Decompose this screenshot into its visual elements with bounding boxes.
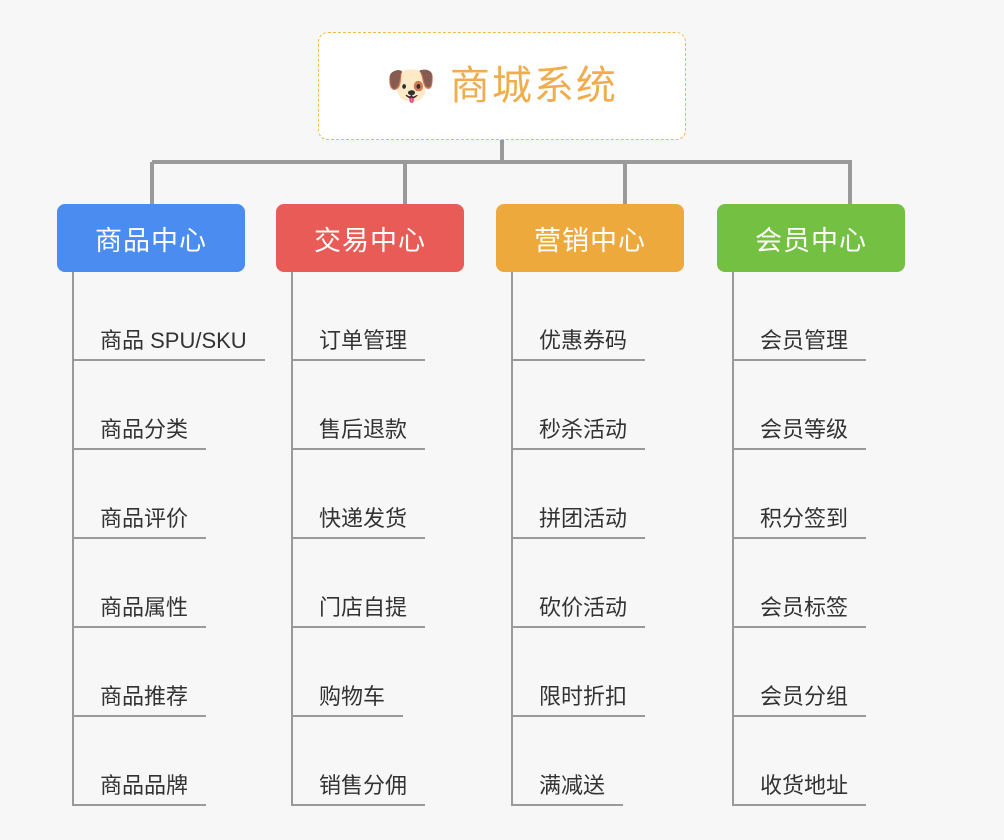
category-header-product[interactable]: 商品中心 (57, 204, 245, 272)
list-item[interactable]: 销售分佣 (276, 717, 495, 806)
item-label: 砍价活动 (511, 595, 646, 628)
item-label: 商品评价 (72, 506, 207, 539)
list-item[interactable]: 砍价活动 (496, 539, 715, 628)
root-node-wrapper: 🐶 商城系统 (0, 32, 1004, 140)
list-item[interactable]: 积分签到 (717, 450, 936, 539)
root-title: 商城系统 (449, 64, 618, 108)
list-item[interactable]: 售后退款 (276, 361, 495, 450)
list-item[interactable]: 商品 SPU/SKU (57, 272, 276, 361)
list-item[interactable]: 商品推荐 (57, 628, 276, 717)
list-item[interactable]: 拼团活动 (496, 450, 715, 539)
list-item[interactable]: 商品分类 (57, 361, 276, 450)
list-item[interactable]: 购物车 (276, 628, 495, 717)
item-label: 优惠券码 (511, 328, 646, 361)
item-label: 订单管理 (291, 328, 426, 361)
list-item[interactable]: 收货地址 (717, 717, 936, 806)
list-item[interactable]: 满减送 (496, 717, 715, 806)
category-items-member: 会员管理 会员等级 积分签到 会员标签 会员分组 收货地址 (717, 272, 936, 806)
list-item[interactable]: 秒杀活动 (496, 361, 715, 450)
item-label: 会员分组 (732, 684, 867, 717)
item-label: 门店自提 (291, 595, 426, 628)
category-header-member[interactable]: 会员中心 (717, 204, 905, 272)
item-label: 满减送 (511, 773, 624, 806)
item-label: 商品分类 (72, 417, 207, 450)
item-label: 会员标签 (732, 595, 867, 628)
list-item[interactable]: 会员分组 (717, 628, 936, 717)
list-item[interactable]: 门店自提 (276, 539, 495, 628)
category-column-product: 商品中心 商品 SPU/SKU 商品分类 商品评价 商品属性 商品推荐 商品品牌 (57, 204, 276, 806)
category-items-trade: 订单管理 售后退款 快递发货 门店自提 购物车 销售分佣 (276, 272, 495, 806)
category-column-trade: 交易中心 订单管理 售后退款 快递发货 门店自提 购物车 销售分佣 (276, 204, 495, 806)
category-spine-trade (291, 272, 293, 806)
list-item[interactable]: 会员等级 (717, 361, 936, 450)
item-label: 快递发货 (291, 506, 426, 539)
category-header-marketing[interactable]: 营销中心 (496, 204, 684, 272)
category-spine-product (72, 272, 74, 806)
category-items-product: 商品 SPU/SKU 商品分类 商品评价 商品属性 商品推荐 商品品牌 (57, 272, 276, 806)
item-label: 会员管理 (732, 328, 867, 361)
item-label: 拼团活动 (511, 506, 646, 539)
category-columns: 商品中心 商品 SPU/SKU 商品分类 商品评价 商品属性 商品推荐 商品品牌… (0, 204, 1004, 806)
category-header-trade[interactable]: 交易中心 (276, 204, 464, 272)
list-item[interactable]: 快递发货 (276, 450, 495, 539)
item-label: 会员等级 (732, 417, 867, 450)
item-label: 收货地址 (732, 773, 867, 806)
list-item[interactable]: 商品评价 (57, 450, 276, 539)
item-label: 积分签到 (732, 506, 867, 539)
item-label: 商品 SPU/SKU (72, 328, 265, 361)
dog-face-icon: 🐶 (386, 64, 436, 108)
category-column-marketing: 营销中心 优惠券码 秒杀活动 拼团活动 砍价活动 限时折扣 满减送 (496, 204, 715, 806)
list-item[interactable]: 商品品牌 (57, 717, 276, 806)
root-node[interactable]: 🐶 商城系统 (318, 32, 686, 140)
item-label: 销售分佣 (291, 773, 426, 806)
list-item[interactable]: 会员标签 (717, 539, 936, 628)
item-label: 商品品牌 (72, 773, 207, 806)
category-column-member: 会员中心 会员管理 会员等级 积分签到 会员标签 会员分组 收货地址 (717, 204, 936, 806)
list-item[interactable]: 限时折扣 (496, 628, 715, 717)
list-item[interactable]: 优惠券码 (496, 272, 715, 361)
category-spine-member (732, 272, 734, 806)
list-item[interactable]: 商品属性 (57, 539, 276, 628)
item-label: 售后退款 (291, 417, 426, 450)
item-label: 商品推荐 (72, 684, 207, 717)
item-label: 秒杀活动 (511, 417, 646, 450)
category-spine-marketing (511, 272, 513, 806)
item-label: 商品属性 (72, 595, 207, 628)
list-item[interactable]: 会员管理 (717, 272, 936, 361)
item-label: 限时折扣 (511, 684, 646, 717)
category-items-marketing: 优惠券码 秒杀活动 拼团活动 砍价活动 限时折扣 满减送 (496, 272, 715, 806)
item-label: 购物车 (291, 684, 404, 717)
list-item[interactable]: 订单管理 (276, 272, 495, 361)
